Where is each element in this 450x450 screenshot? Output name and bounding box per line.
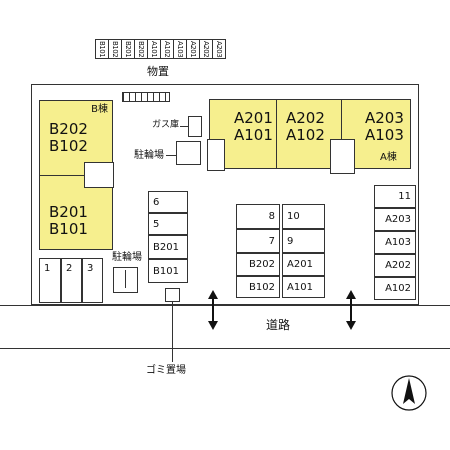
unit-b201: B201 — [49, 203, 88, 221]
mailbox-b102: B102 — [109, 39, 122, 59]
parking-a103: A103 — [374, 231, 416, 254]
mailbox-b201: B201 — [122, 39, 135, 59]
bike-parking-label-top: 駐輪場 — [134, 150, 164, 161]
building-a-divider-1 — [276, 99, 277, 169]
mailbox-a102: A102 — [161, 39, 174, 59]
unit-a203: A203 — [365, 109, 404, 127]
garbage-area — [165, 288, 180, 302]
gas-storage-label: ガス庫 — [152, 120, 180, 130]
unit-b101: B101 — [49, 220, 88, 238]
garbage-label: ゴミ置場 — [146, 365, 186, 376]
unit-a202: A202 — [286, 109, 325, 127]
storage-label: 物置 — [147, 65, 169, 78]
parking-space-3: 3 — [82, 258, 103, 303]
mailbox-b202: B202 — [135, 39, 148, 59]
bike-leader-left — [125, 270, 126, 288]
parking-10: 10 — [282, 204, 325, 229]
mailbox-a101: A101 — [148, 39, 161, 59]
building-b-stair — [84, 162, 114, 188]
storage-rack — [122, 92, 170, 102]
garbage-leader — [172, 302, 173, 362]
parking-9: 9 — [282, 229, 325, 253]
building-a-stair-right — [330, 139, 355, 174]
building-b-label: B棟 — [91, 104, 108, 115]
mailbox-a202: A202 — [200, 39, 213, 59]
parking-b102: B102 — [236, 276, 280, 298]
parking-space-1: 1 — [39, 258, 61, 303]
unit-a102: A102 — [286, 126, 325, 144]
gas-storage — [188, 116, 202, 137]
parking-7: 7 — [236, 229, 280, 253]
parking-b202: B202 — [236, 253, 280, 276]
unit-b102: B102 — [49, 137, 88, 155]
building-a — [209, 99, 411, 169]
bike-parking-label-left: 駐輪場 — [112, 252, 142, 263]
unit-a101: A101 — [234, 126, 273, 144]
bike-leader-top — [166, 155, 176, 156]
parking-b201: B201 — [148, 235, 188, 259]
parking-a203: A203 — [374, 208, 416, 231]
mailbox-b101: B101 — [95, 39, 109, 59]
parking-a101: A101 — [282, 276, 325, 298]
mailbox-a103: A103 — [174, 39, 187, 59]
mailbox-a203: A203 — [213, 39, 226, 59]
parking-6: 6 — [148, 191, 188, 213]
unit-a103: A103 — [365, 126, 404, 144]
parking-8: 8 — [236, 204, 280, 229]
road-edge-bottom — [0, 348, 450, 349]
parking-b101: B101 — [148, 259, 188, 283]
road-edge-top — [0, 305, 450, 306]
unit-b202: B202 — [49, 120, 88, 138]
parking-a102: A102 — [374, 277, 416, 300]
parking-11: 11 — [374, 185, 416, 208]
parking-5: 5 — [148, 213, 188, 235]
mailbox-a201: A201 — [187, 39, 200, 59]
entrance-arrow-right — [346, 290, 356, 330]
north-arrow-icon — [391, 375, 427, 411]
building-a-stair-left — [207, 139, 225, 171]
road-label: 道路 — [266, 318, 291, 332]
unit-a201: A201 — [234, 109, 273, 127]
building-a-label: A棟 — [380, 152, 397, 163]
building-a-divider-2 — [341, 99, 342, 169]
parking-a202: A202 — [374, 254, 416, 277]
gas-leader — [180, 126, 189, 127]
parking-a201: A201 — [282, 253, 325, 276]
bike-parking-top — [176, 141, 201, 165]
parking-space-2: 2 — [61, 258, 82, 303]
entrance-arrow-left — [208, 290, 218, 330]
site-boundary — [31, 84, 419, 305]
